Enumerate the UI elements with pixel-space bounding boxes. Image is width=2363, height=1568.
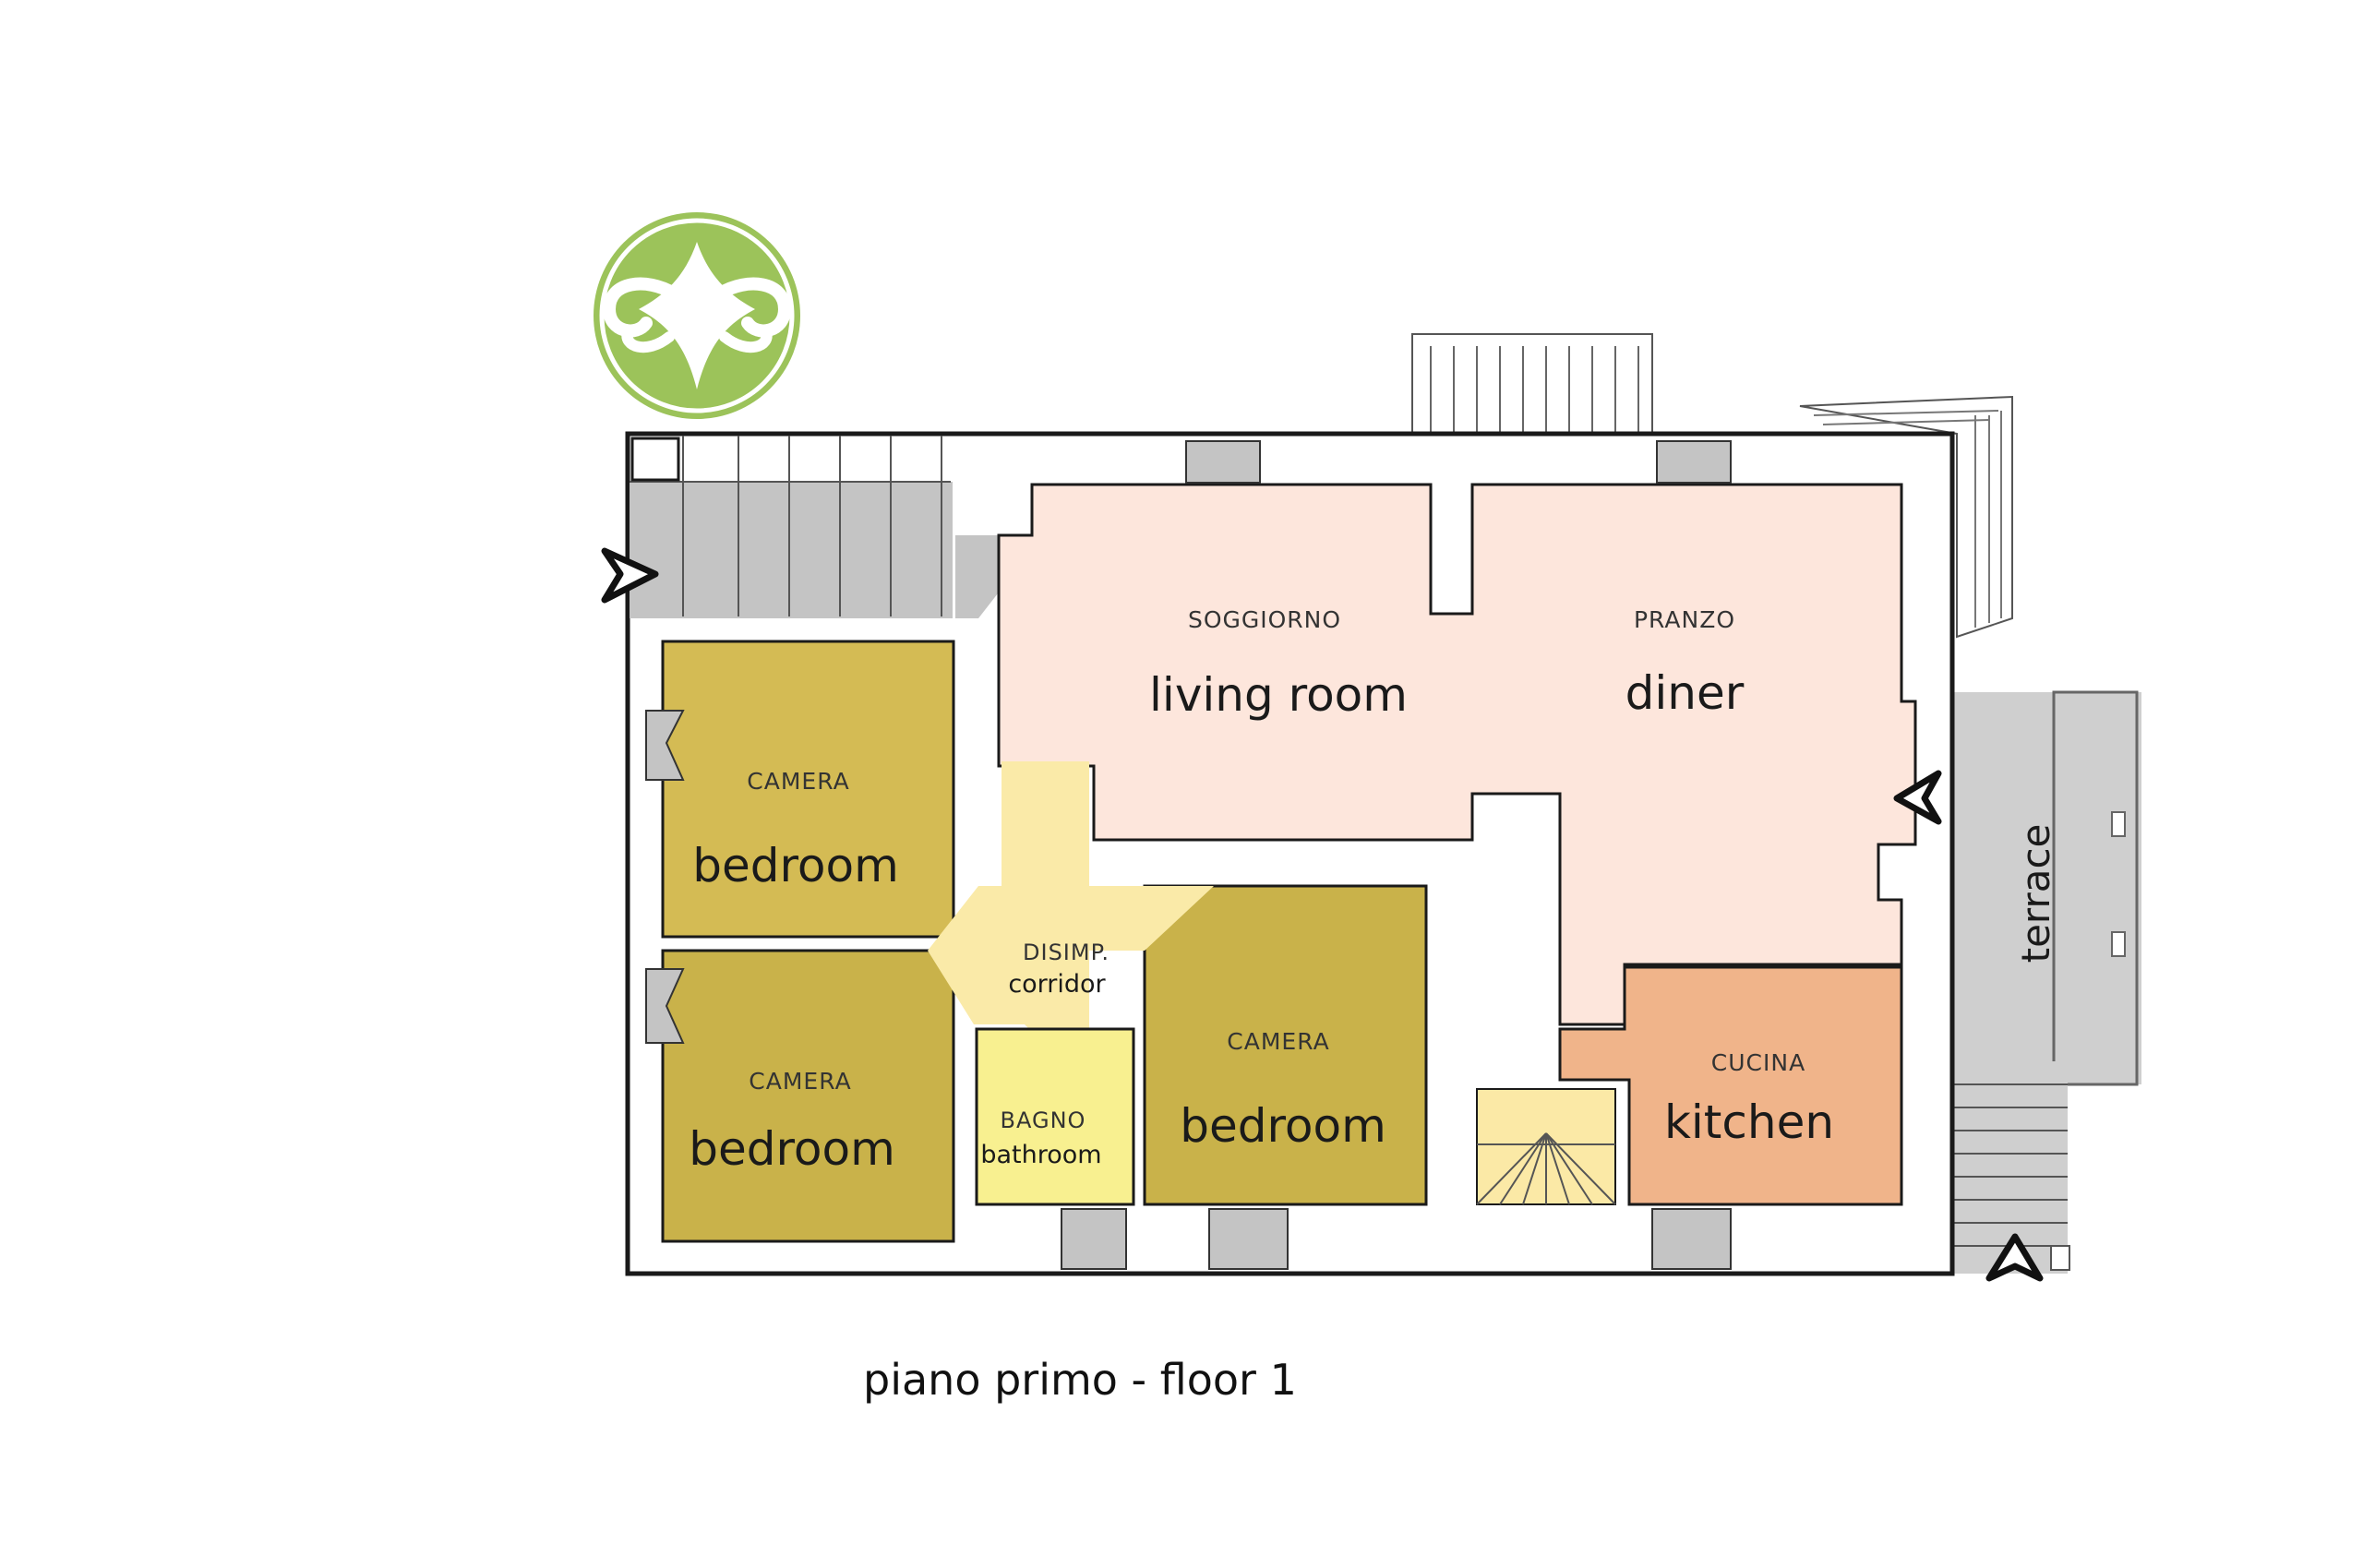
green-circle-logo [594,212,800,419]
top-windows [1185,440,1732,484]
internal-stair [1476,1088,1616,1205]
entry-arrow-icon [1985,1233,2044,1282]
logo-ring [599,218,795,413]
bedroom-top-left-area [661,640,955,939]
bedroom-top-left-label-en: bedroom [692,839,899,892]
plan-caption: piano primo - floor 1 [863,1355,1297,1405]
bathroom-area [975,1027,1135,1206]
terrace-floor [1948,692,2141,1084]
top-balcony-outline [1411,333,1653,435]
bedroom-top-left-label-it: CAMERA [747,768,849,795]
entry-stairs [630,436,1043,618]
living-room-label-it: SOGGIORNO [1188,606,1341,633]
right-balcony [1799,395,2013,639]
bathroom-label-en: bathroom [980,1141,1101,1169]
diner-label-it: PRANZO [1634,606,1735,633]
entry-arrow-icon [1893,770,1942,825]
top-balcony [1411,333,1653,435]
entry-arrow-icon [601,547,659,604]
bottom-windows [1061,1208,1732,1270]
left-windows [645,710,685,1044]
diner-label-en: diner [1625,666,1745,720]
window-left-1 [645,710,685,781]
corridor-area [928,761,1214,1089]
window-top-2 [1656,440,1732,484]
entry-stairs-area [630,482,953,618]
terrace-rail-post-2 [2111,931,2126,957]
window-top-1 [1185,440,1261,484]
bedroom-bottom-left-label-it: CAMERA [749,1068,851,1095]
bedroom-bottom-left-label-en: bedroom [689,1122,895,1176]
entry-arrow-right [1893,770,1942,825]
corridor-label-en: corridor [1008,970,1106,999]
living-diner-area [997,483,1917,1026]
terrace-stairs-area [1948,1061,2068,1274]
bedroom-center-label-en: bedroom [1180,1099,1386,1153]
logo-scroll-bottom-left [621,327,675,353]
terrace-stairs [1948,1061,2070,1274]
right-balcony-outline [1799,395,2013,639]
terrace-stairs-post [2050,1245,2070,1271]
bedroom-bottom-left-area [661,949,955,1243]
bedroom-center-area [1143,884,1428,1206]
terrace-rail-post-1 [2111,811,2126,837]
entry-arrow-bottom [1985,1233,2044,1282]
kitchen-label-it: CUCINA [1711,1049,1805,1076]
window-left-2 [645,968,685,1044]
bathroom-label-it: BAGNO [1001,1107,1086,1133]
kitchen-label-en: kitchen [1664,1095,1834,1149]
logo-scroll-bottom-right [719,327,773,353]
window-bottom-1 [1061,1208,1127,1270]
window-bottom-3 [1651,1208,1732,1270]
entry-stairs-box [630,437,680,482]
kitchen-area [1558,965,1903,1206]
terrace [1948,690,2141,1086]
living-room-label-en: living room [1149,668,1408,722]
entry-arrow-left [601,547,659,604]
corridor-label-it: DISIMP. [1023,940,1110,965]
logo-ornament [639,242,755,389]
terrace-rail [2052,690,2139,1086]
bedroom-center-label-it: CAMERA [1227,1028,1329,1055]
terrace-label: terrace [2013,824,2058,964]
window-bottom-2 [1208,1208,1289,1270]
